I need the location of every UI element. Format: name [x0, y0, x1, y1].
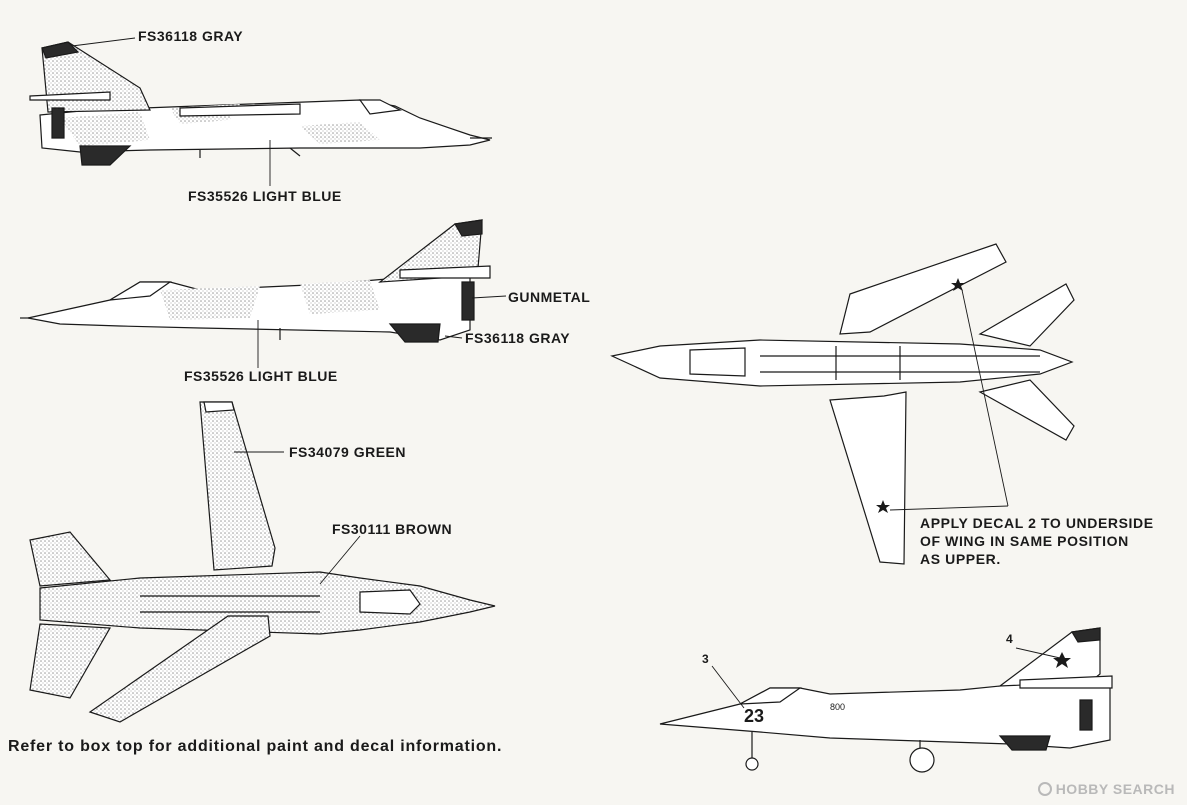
- top-view: [29, 401, 496, 723]
- side5-leaders: [711, 647, 1061, 709]
- side-view-5: [659, 627, 1113, 773]
- underside-note-line2: OF WING IN SAME POSITION: [920, 533, 1129, 549]
- callout-side1-light-blue: FS35526 LIGHT BLUE: [188, 188, 342, 204]
- side2-leaders: [257, 295, 507, 368]
- callout-side2-light-blue: FS35526 LIGHT BLUE: [184, 368, 338, 384]
- watermark-logo-icon: [1037, 782, 1052, 796]
- side1-leaders: [71, 37, 271, 186]
- underside-note-line1: APPLY DECAL 2 TO UNDERSIDE: [920, 515, 1154, 531]
- underside-leaders: [889, 289, 1009, 511]
- watermark: HOBBY SEARCH: [1037, 781, 1175, 797]
- decal-callout-3: 3: [702, 652, 709, 666]
- footer-note: Refer to box top for additional paint an…: [8, 738, 503, 755]
- fuselage-serial: 800: [830, 702, 846, 712]
- underside-note-line3: AS UPPER.: [920, 551, 1001, 567]
- side-view-2: [20, 219, 491, 343]
- side-view-1: [29, 41, 492, 166]
- decal-callout-4: 4: [1006, 632, 1013, 646]
- nose-number: 23: [744, 706, 765, 726]
- callout-top-brown: FS30111 BROWN: [332, 521, 453, 537]
- watermark-brand: HOBBY SEARCH: [1055, 781, 1175, 797]
- underside-note: APPLY DECAL 2 TO UNDERSIDE OF WING IN SA…: [920, 514, 1154, 568]
- underside-view: [610, 243, 1075, 565]
- callout-side2-gray: FS36118 GRAY: [465, 330, 571, 346]
- callout-top-green: FS34079 GREEN: [289, 444, 406, 460]
- callout-side1-gray: FS36118 GRAY: [138, 28, 244, 44]
- callout-side2-gunmetal: GUNMETAL: [508, 289, 591, 305]
- top-leaders: [234, 451, 361, 585]
